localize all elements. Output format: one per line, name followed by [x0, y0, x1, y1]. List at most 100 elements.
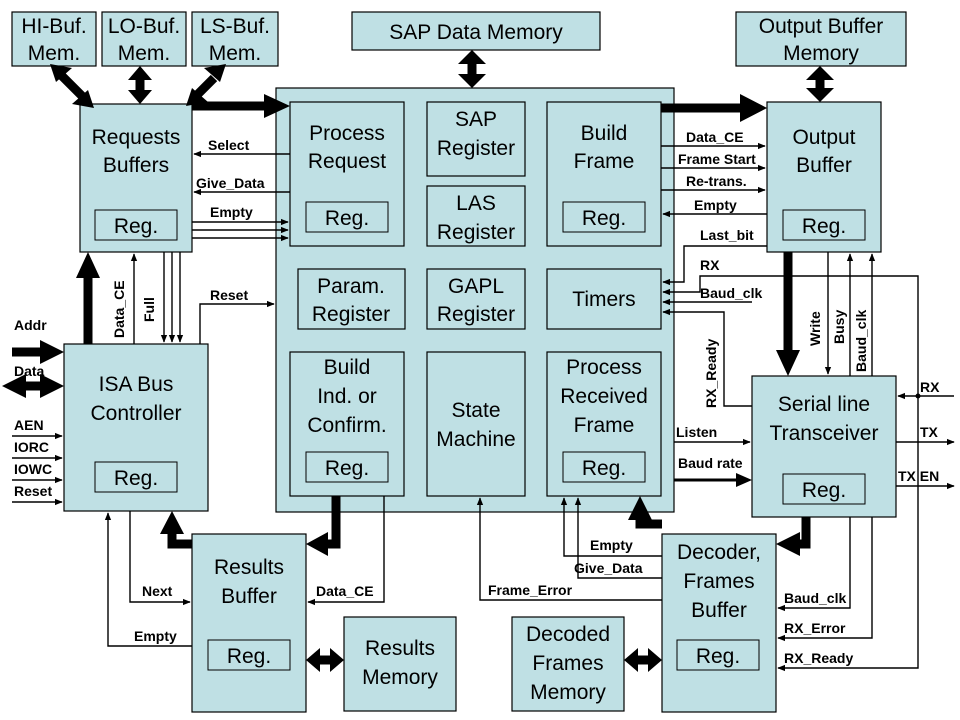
build-frame-reg [562, 201, 646, 233]
lo-buf-mem-block [101, 11, 187, 67]
tx-en-label: TX EN [898, 468, 939, 484]
hi-buf-mem-label: HI-Buf.Mem. [21, 15, 86, 65]
empty-label-requests: Empty [210, 204, 253, 220]
bus-decoder-to-process-received [628, 496, 662, 529]
iowc-label: IOWC [14, 461, 52, 477]
build-frame-reg-label: Reg. [582, 207, 626, 230]
process-request-reg-label: Reg. [325, 207, 369, 230]
frame-error-label: Frame_Error [488, 582, 573, 598]
bus-lo-buf [128, 66, 152, 104]
rx-label-right: RX [920, 379, 940, 395]
param-register-label: Param.Register [312, 275, 390, 326]
bus-data [2, 374, 64, 398]
bus-output-to-serial [776, 252, 800, 376]
full-label: Full [141, 297, 157, 322]
rx-error-label: RX_Error [784, 620, 846, 636]
baud-clk-label-timers: Baud_clk [700, 285, 762, 301]
last-bit-label: Last_bit [700, 227, 754, 243]
rx-label-timers: RX [700, 257, 720, 273]
empty-label-decoder: Empty [590, 537, 633, 553]
param-register-block [297, 268, 406, 330]
process-request-reg [305, 201, 389, 233]
output-buffer-reg-label: Reg. [802, 215, 846, 238]
decoder-frames-reg-label: Reg. [696, 645, 740, 668]
serial-line-reg [782, 473, 866, 505]
sap-register-block [426, 101, 526, 177]
lo-buf-mem-label: LO-Buf.Mem. [108, 15, 180, 65]
select-label: Select [208, 137, 250, 153]
gapl-register-block [426, 268, 526, 330]
bus-sap-data-memory [458, 50, 486, 88]
bus-output-buffer-memory [806, 66, 834, 102]
tx-label: TX [920, 424, 939, 440]
bus-results-memory [306, 648, 344, 672]
signal-lines [12, 142, 955, 672]
results-buffer-block [191, 533, 307, 713]
hi-buf-mem-block [11, 11, 97, 67]
las-register-block [426, 185, 526, 247]
bus-requests-to-process [192, 94, 290, 118]
reset-label-isa: Reset [210, 287, 248, 303]
results-buffer-reg-label: Reg. [227, 645, 271, 668]
decoder-frames-buffer-block [661, 533, 777, 713]
decoder-frames-reg [676, 639, 760, 671]
addr-label: Addr [14, 317, 47, 333]
build-ind-reg-label: Reg. [325, 457, 369, 480]
empty-label-output: Empty [694, 197, 737, 213]
bus-ls-buf [186, 64, 226, 106]
bus-results-to-isa [160, 511, 192, 549]
bus-build-ind-to-results [306, 496, 341, 556]
baud-clk-label-vertical: Baud_clk [853, 310, 869, 372]
listen-label: Listen [676, 424, 717, 440]
baud-rate-arrow [674, 473, 752, 487]
process-received-frame-reg-label: Reg. [582, 457, 626, 480]
baud-clk-label-decoder: Baud_clk [784, 590, 846, 606]
next-label: Next [142, 583, 173, 599]
timers-block [546, 268, 662, 330]
reset-label-bus: Reset [14, 483, 52, 499]
data-label: Data [14, 363, 45, 379]
results-memory-block [343, 616, 457, 712]
isa-bus-controller-reg-label: Reg. [114, 467, 158, 490]
bus-hi-buf [50, 64, 94, 108]
decoded-frames-memory-block [511, 616, 625, 712]
data-ce-label-output: Data_CE [686, 129, 744, 145]
write-label: Write [807, 311, 823, 346]
re-trans-label: Re-trans. [686, 173, 747, 189]
bus-isa-to-requests [76, 252, 100, 344]
results-buffer-reg [207, 639, 291, 671]
timers-label: Timers [572, 288, 635, 311]
state-machine-block [426, 351, 526, 497]
build-ind-reg [305, 451, 389, 483]
baud-rate-label: Baud rate [678, 455, 743, 471]
bus-serial-to-decoder [776, 517, 811, 556]
sap-data-memory-block [351, 11, 601, 51]
frame-start-label: Frame Start [678, 151, 756, 167]
isa-bus-controller-reg [94, 461, 178, 493]
serial-line-reg-label: Reg. [802, 479, 846, 502]
give-data-label-decoder: Give_Data [574, 560, 643, 576]
busy-label: Busy [831, 310, 847, 344]
bus-decoded-memory [624, 648, 662, 672]
data-ce-label-isa: Data_CE [111, 280, 127, 338]
requests-buffers-reg-label: Reg. [114, 215, 158, 238]
sap-data-memory-label: SAP Data Memory [389, 21, 563, 44]
data-ce-label-results: Data_CE [316, 583, 374, 599]
ls-buf-mem-label: LS-Buf.Mem. [200, 15, 270, 65]
ls-buf-mem-block [191, 11, 279, 67]
